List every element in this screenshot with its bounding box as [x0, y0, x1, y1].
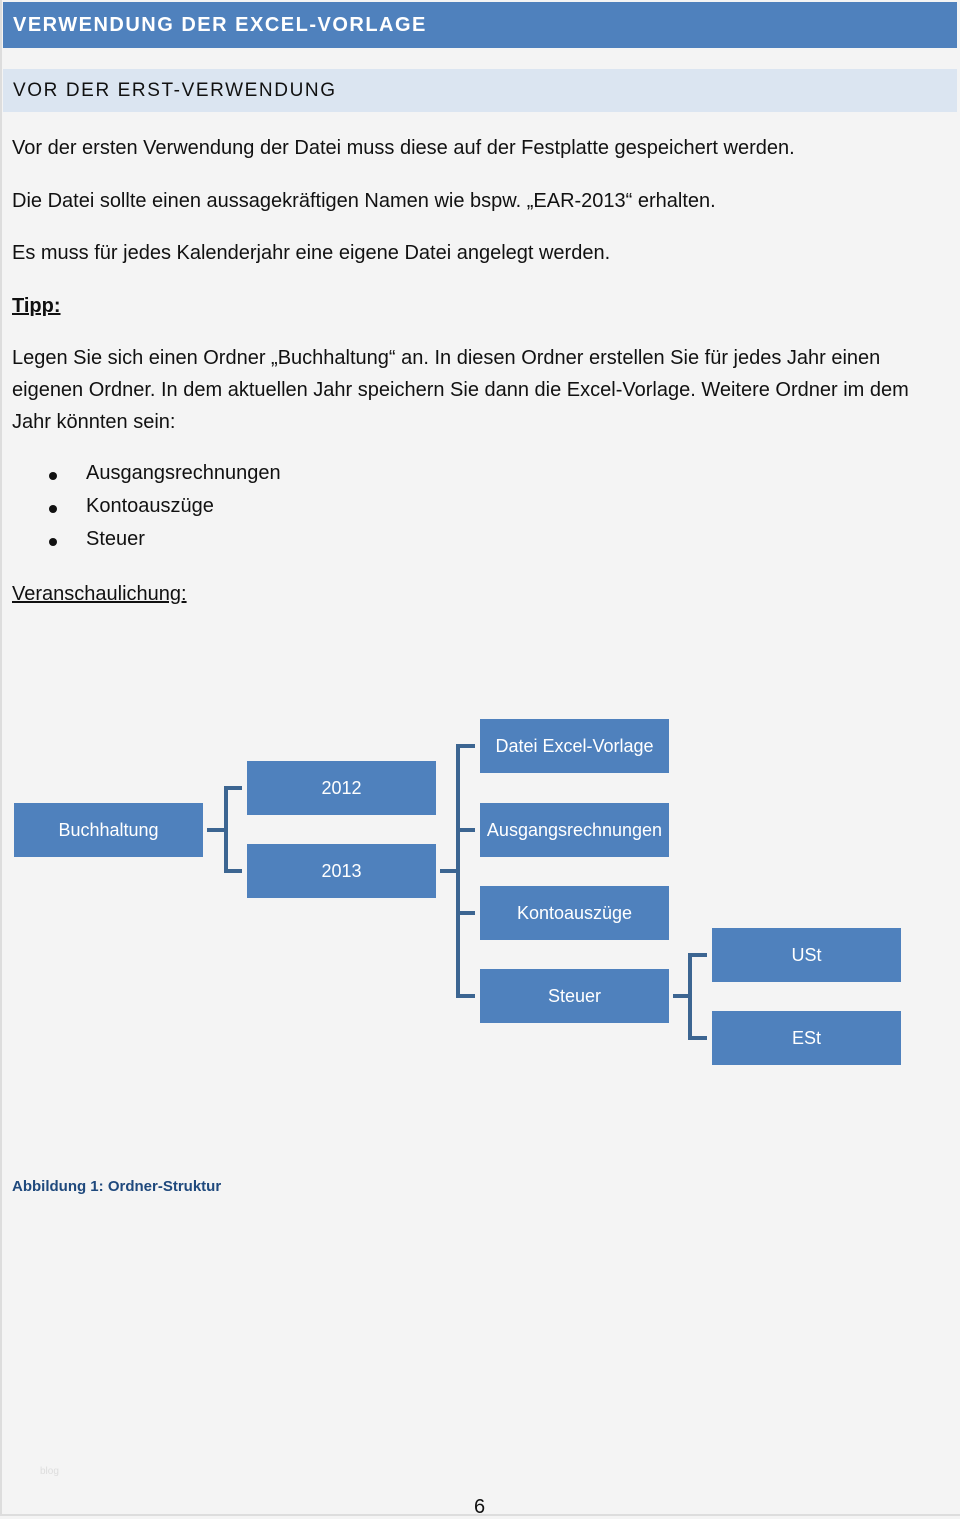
node-folder: Datei Excel-Vorlage — [480, 719, 669, 773]
tipp-text: Legen Sie sich einen Ordner „Buchhaltung… — [12, 347, 909, 433]
connector-line — [456, 994, 475, 998]
section-heading: VERWENDUNG DER EXCEL-VORLAGE — [3, 2, 957, 48]
list-item: Ausgangsrechnungen — [86, 462, 281, 484]
node-folder: Steuer — [480, 969, 669, 1023]
bullet-icon — [49, 538, 57, 546]
node-folder: Kontoauszüge — [480, 886, 669, 940]
list-item: Steuer — [86, 528, 145, 550]
connector-line — [440, 869, 457, 873]
connector-line — [456, 744, 475, 748]
bullet-icon — [49, 472, 57, 480]
watermark: blog — [40, 1466, 59, 1477]
paragraph: Es muss für jedes Kalenderjahr eine eige… — [12, 242, 611, 264]
connector-line — [456, 744, 460, 998]
connector-line — [224, 786, 242, 790]
figure-caption: Abbildung 1: Ordner-Struktur — [12, 1178, 222, 1195]
node-folder: Ausgangsrechnungen — [480, 803, 669, 857]
node-year: 2013 — [247, 844, 436, 898]
node-year: 2012 — [247, 761, 436, 815]
connector-line — [688, 1036, 707, 1040]
tipp-label: Tipp: — [12, 295, 61, 317]
connector-line — [688, 953, 692, 1040]
illustration-label: Veranschaulichung: — [12, 583, 187, 605]
connector-line — [688, 953, 707, 957]
node-subfolder: ESt — [712, 1011, 901, 1065]
connector-line — [673, 994, 689, 998]
page-number: 6 — [474, 1496, 486, 1518]
paragraph: Vor der ersten Verwendung der Datei muss… — [12, 137, 795, 159]
connector-line — [460, 828, 475, 832]
bullet-icon — [49, 505, 57, 513]
node-subfolder: USt — [712, 928, 901, 982]
list-item: Kontoauszüge — [86, 495, 214, 517]
connector-line — [460, 911, 475, 915]
connector-line — [224, 869, 242, 873]
paragraph: Die Datei sollte einen aussagekräftigen … — [12, 190, 716, 212]
connector-line — [207, 828, 225, 832]
subsection-heading: VOR DER ERST-VERWENDUNG — [3, 69, 957, 112]
connector-line — [224, 786, 228, 873]
node-root: Buchhaltung — [14, 803, 203, 857]
